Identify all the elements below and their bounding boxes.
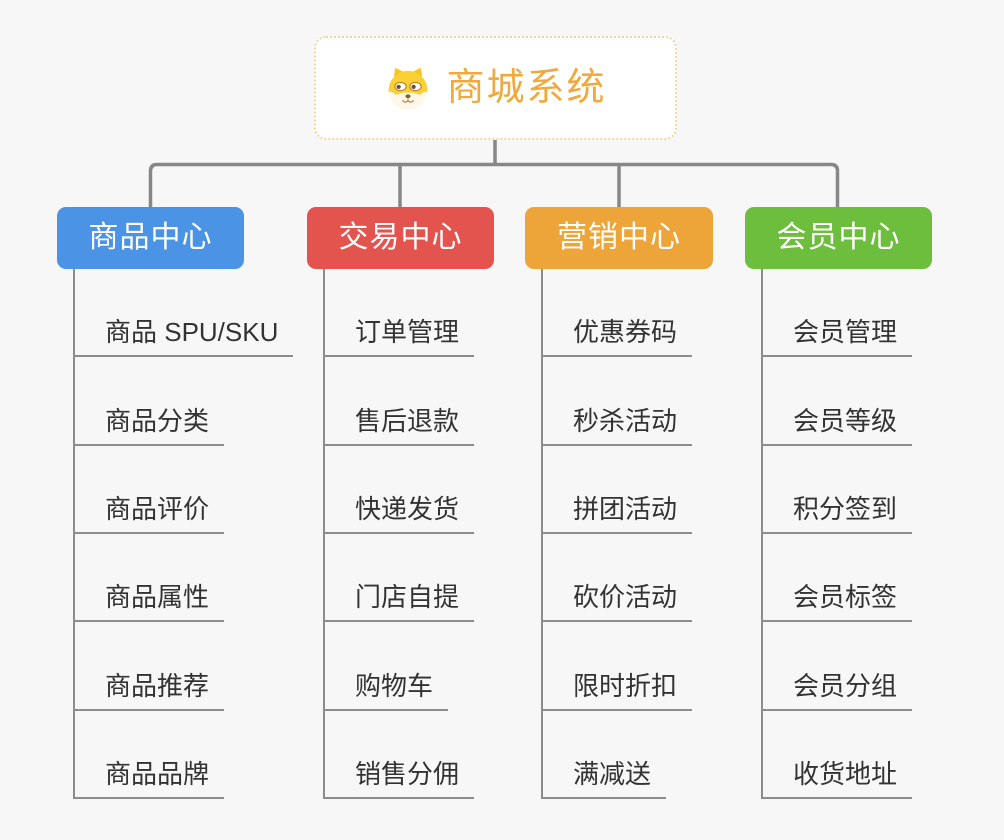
child-topic[interactable]: 商品评价 (75, 494, 225, 534)
branch-label: 会员中心 (776, 221, 901, 254)
child-topic[interactable]: 秒杀活动 (543, 406, 693, 446)
child-topic[interactable]: 会员等级 (763, 406, 913, 446)
child-topic[interactable]: 优惠券码 (543, 318, 693, 358)
shiba-dog-icon (388, 67, 428, 110)
child-topic[interactable]: 拼团活动 (543, 494, 693, 534)
child-topic[interactable]: 会员标签 (763, 583, 913, 623)
child-topic[interactable]: 满减送 (543, 759, 667, 799)
branch-node-product-center[interactable]: 商品中心 (57, 207, 244, 269)
child-topic[interactable]: 商品 SPU/SKU (75, 318, 294, 358)
child-topic[interactable]: 售后退款 (325, 406, 475, 446)
child-topic[interactable]: 商品品牌 (75, 759, 225, 799)
child-topic[interactable]: 购物车 (325, 671, 449, 711)
child-topic[interactable]: 会员分组 (763, 671, 913, 711)
branch-children-product-center: 商品 SPU/SKU 商品分类 商品评价 商品属性 商品推荐 商品品牌 (73, 269, 325, 799)
child-topic[interactable]: 快递发货 (325, 494, 475, 534)
child-topic[interactable]: 商品属性 (75, 583, 225, 623)
child-topic[interactable]: 收货地址 (763, 759, 913, 799)
branch-children-member-center: 会员管理 会员等级 积分签到 会员标签 会员分组 收货地址 (761, 269, 1004, 799)
child-topic[interactable]: 积分签到 (763, 494, 913, 534)
branch-label: 交易中心 (338, 221, 463, 254)
child-topic[interactable]: 会员管理 (763, 318, 913, 358)
child-topic[interactable]: 销售分佣 (325, 759, 475, 799)
root-title: 商城系统 (446, 67, 607, 109)
branch-node-marketing-center[interactable]: 营销中心 (525, 207, 713, 269)
branch-label: 营销中心 (557, 221, 681, 254)
root-node[interactable]: 商城系统 (314, 36, 677, 140)
child-topic[interactable]: 商品推荐 (75, 671, 225, 711)
child-topic[interactable]: 限时折扣 (543, 671, 693, 711)
child-topic[interactable]: 门店自提 (325, 583, 475, 623)
branch-node-member-center[interactable]: 会员中心 (745, 207, 932, 269)
child-topic[interactable]: 砍价活动 (543, 583, 693, 623)
child-topic[interactable]: 商品分类 (75, 406, 225, 446)
branch-children-trade-center: 订单管理 售后退款 快递发货 门店自提 购物车 销售分佣 (323, 269, 575, 799)
branch-node-trade-center[interactable]: 交易中心 (307, 207, 494, 269)
branch-children-marketing-center: 优惠券码 秒杀活动 拼团活动 砍价活动 限时折扣 满减送 (541, 269, 793, 799)
child-topic[interactable]: 订单管理 (325, 318, 475, 358)
branch-label: 商品中心 (88, 221, 213, 254)
